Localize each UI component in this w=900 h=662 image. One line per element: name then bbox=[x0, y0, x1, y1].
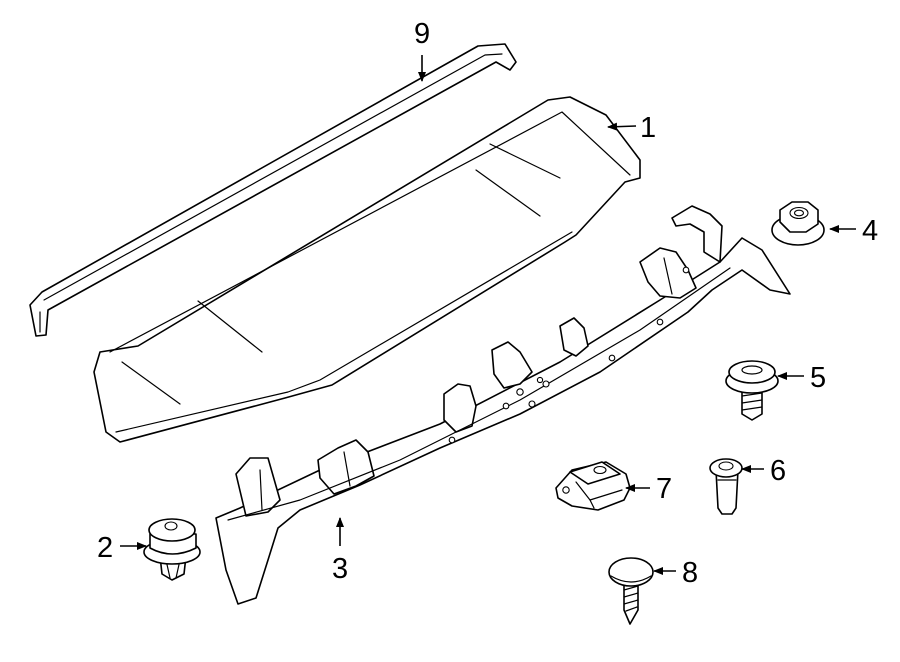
part-7-clip-nut bbox=[555, 461, 631, 511]
callout-5: 5 bbox=[810, 362, 826, 394]
callout-6: 6 bbox=[770, 455, 786, 487]
callout-8: 8 bbox=[682, 557, 698, 589]
part-8-screw bbox=[608, 557, 654, 625]
callout-1: 1 bbox=[640, 112, 656, 144]
callout-7: 7 bbox=[656, 473, 672, 505]
part-6-spacer bbox=[709, 458, 743, 515]
part-9-seal bbox=[29, 43, 517, 337]
part-5-screw bbox=[725, 360, 779, 421]
part-2-push-clip bbox=[143, 518, 201, 581]
part-1-spoiler bbox=[93, 96, 641, 443]
callout-2: 2 bbox=[97, 532, 113, 564]
callout-3: 3 bbox=[332, 553, 348, 585]
leader-1 bbox=[607, 122, 637, 131]
callout-4: 4 bbox=[862, 215, 878, 247]
part-4-flange-nut bbox=[771, 201, 825, 246]
callout-9: 9 bbox=[414, 18, 430, 50]
part-3-bracket bbox=[215, 205, 791, 605]
